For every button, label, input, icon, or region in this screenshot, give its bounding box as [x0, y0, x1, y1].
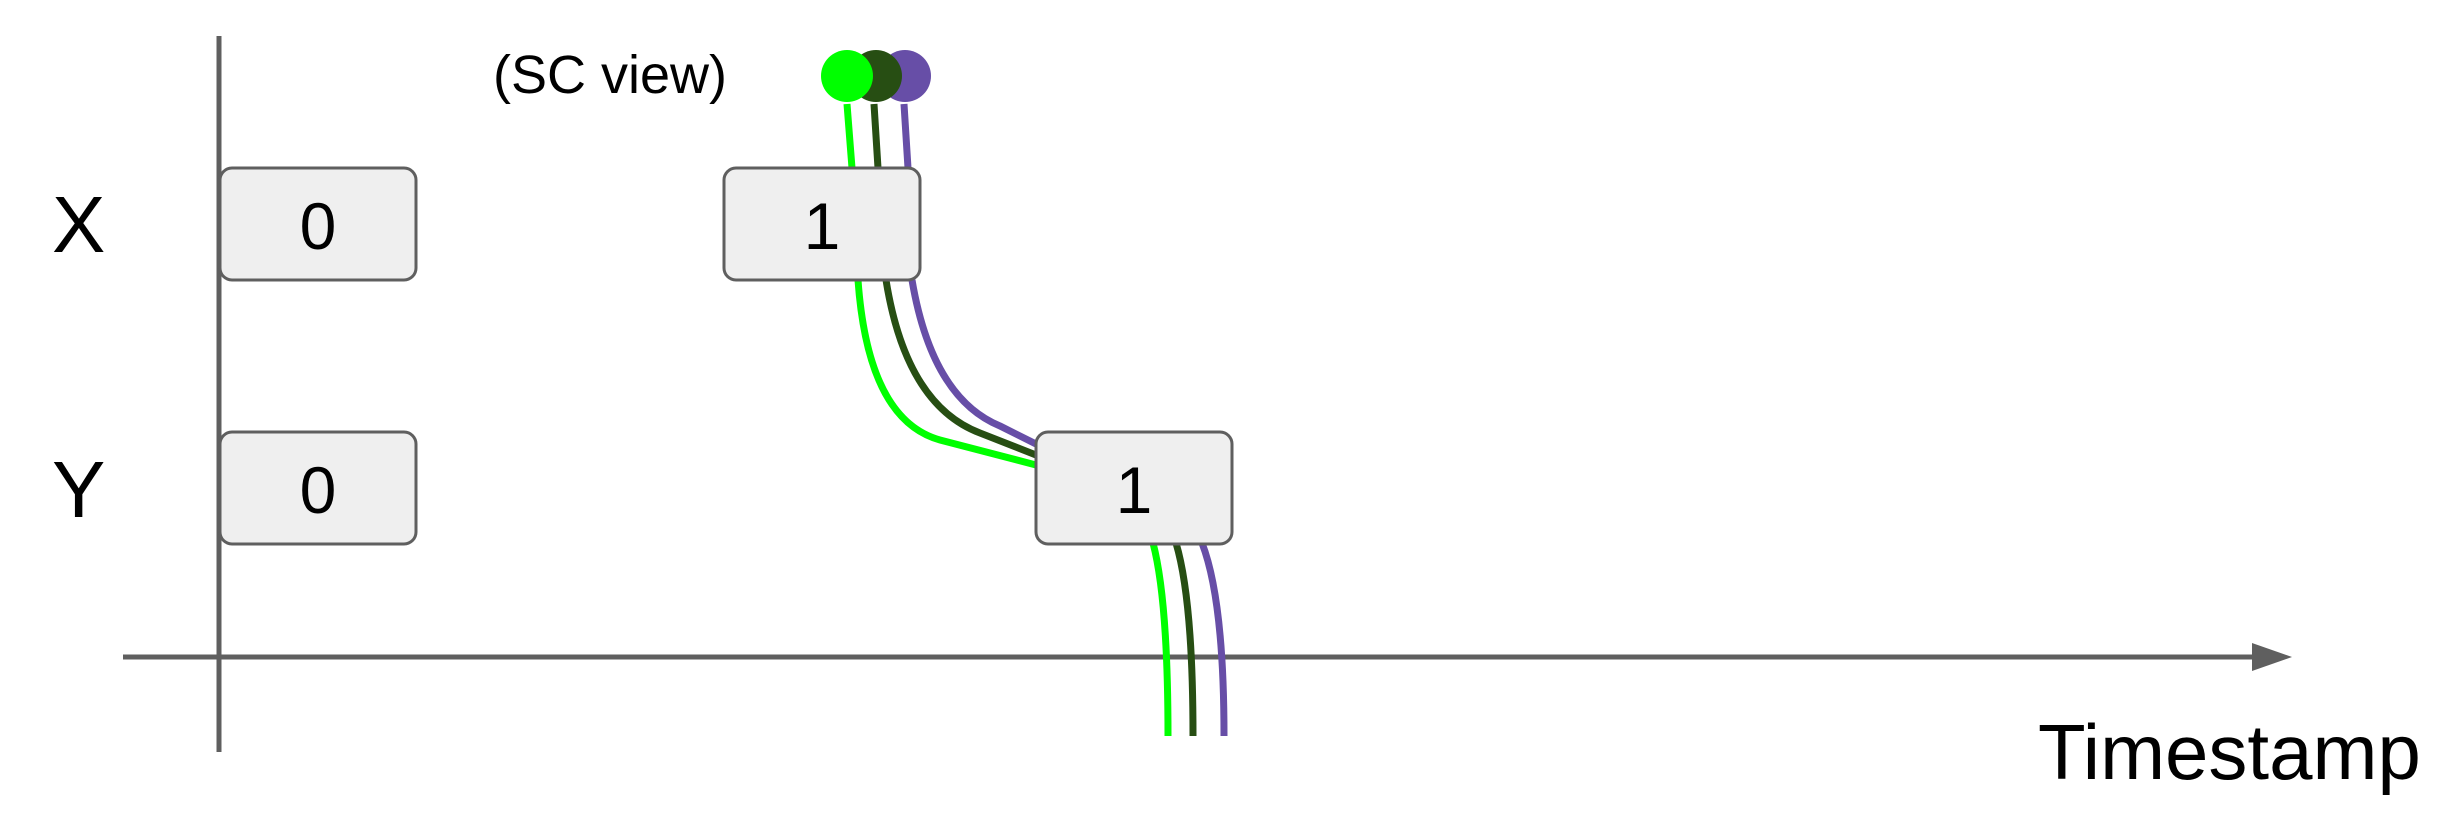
version-label: 0: [300, 453, 337, 527]
thread-path-2: [870, 103, 1197, 737]
version-box-x-1: 1: [722, 166, 922, 282]
version-label: 0: [300, 189, 337, 263]
version-box-y-1: 1: [1034, 430, 1234, 546]
row-label-y: Y: [52, 445, 105, 534]
axis-label: Timestamp: [2038, 708, 2421, 796]
version-box-y-0: 0: [218, 430, 418, 546]
version-box-x-0: 0: [218, 166, 418, 282]
timestamp-axis-arrowhead: [2252, 643, 2292, 671]
thread-paths: [843, 103, 1228, 737]
caption: (SC view): [493, 45, 727, 105]
thread-path-3: [900, 103, 1228, 737]
thread-start-marker-1: [821, 50, 873, 102]
version-label: 1: [804, 189, 841, 263]
version-label: 1: [1116, 453, 1153, 527]
thread-path-1: [843, 103, 1172, 737]
row-label-x: X: [52, 180, 105, 269]
